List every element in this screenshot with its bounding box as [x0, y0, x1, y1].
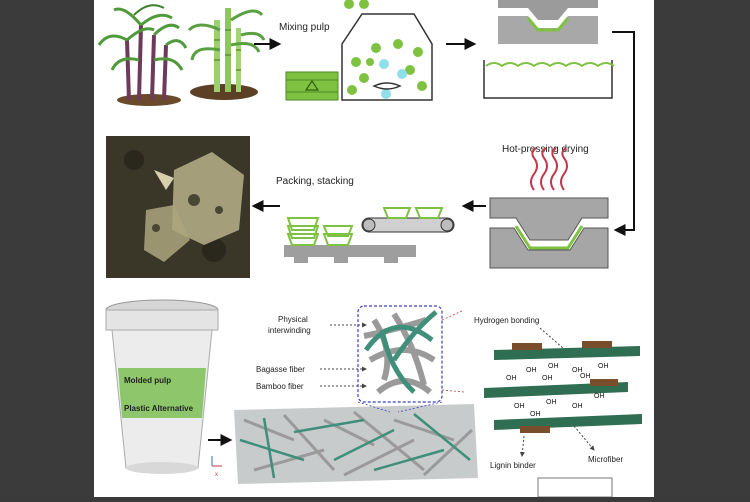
recycled-pulp-pack-icon: [285, 71, 339, 101]
scale-box: [537, 477, 613, 498]
mixing-pulp-label: Mixing pulp: [279, 22, 330, 33]
oh-label: OH: [580, 373, 591, 380]
oh-label: OH: [572, 367, 583, 374]
cup-label-line2: Plastic Alternative: [124, 404, 194, 413]
packing-stacking-label: Packing, stacking: [276, 176, 354, 187]
fiber-zoom-inset: [357, 305, 465, 413]
oh-label: OH: [526, 367, 537, 374]
oh-label: OH: [506, 375, 517, 382]
fiber-mat-illustration: [234, 404, 478, 484]
microfiber-bundle-illustration: [484, 341, 642, 433]
interwinding-label: interwinding: [268, 326, 311, 335]
soil-degradation-photo: [106, 136, 250, 278]
bagasse-fiber-label: Bagasse fiber: [256, 365, 305, 374]
oh-label: OH: [572, 403, 583, 410]
axis-x-label: x: [215, 472, 218, 478]
microfiber-label: Microfiber: [588, 455, 623, 464]
oh-groups: OH OH OH OH OH OH OH OH OH OH OH OH: [506, 363, 609, 418]
hydrogen-bonding-label: Hydrogen bonding: [474, 316, 539, 325]
arrow-lignin: [519, 435, 525, 457]
oh-label: OH: [548, 363, 559, 370]
figure-panel: Mixing pulp Pa: [94, 0, 654, 498]
pulp-mold-illustration: [483, 0, 615, 99]
oh-label: OH: [546, 399, 557, 406]
packing-conveyor-illustration: [284, 207, 455, 263]
physical-label: Physical: [278, 315, 308, 324]
axis-indicator-icon: x: [211, 456, 222, 478]
mixing-tank-illustration: [341, 0, 433, 101]
steam-icon: [530, 147, 568, 191]
bamboo-fiber-label: Bamboo fiber: [256, 382, 304, 391]
arrow-microfiber: [573, 425, 595, 451]
arrow-hydrogen: [539, 327, 573, 357]
oh-label: OH: [530, 411, 541, 418]
right-margin: [654, 0, 750, 497]
oh-label: OH: [514, 403, 525, 410]
arrow-to-hot-press: [612, 31, 635, 236]
oh-label: OH: [542, 375, 553, 382]
oh-label: OH: [598, 363, 609, 370]
bamboo-plant-illustration: [187, 8, 266, 100]
oh-label: OH: [594, 393, 605, 400]
process-diagram: Mixing pulp Pa: [97, 0, 642, 498]
lignin-binder-label: Lignin binder: [490, 461, 536, 470]
cup-label-line1: Molded pulp: [124, 376, 171, 385]
hot-press-mold-illustration: [489, 197, 609, 269]
molded-pulp-cup: Molded pulp Plastic Alternative: [105, 299, 219, 474]
left-margin: [0, 0, 94, 497]
bagasse-plant-illustration: [97, 4, 188, 106]
